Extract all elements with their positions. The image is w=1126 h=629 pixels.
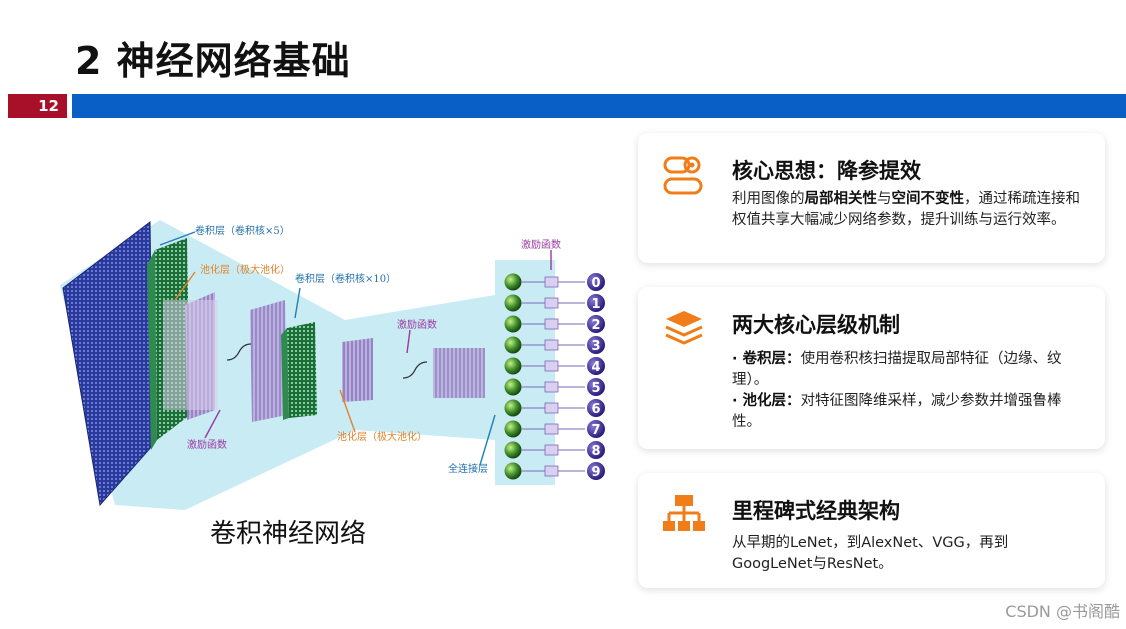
label-conv2: 卷积层（卷积核×10）: [295, 272, 396, 285]
card-title: 两大核心层级机制: [732, 313, 900, 337]
activation-box: [544, 276, 559, 288]
activation-box: [544, 360, 559, 372]
label-act2: 激励函数: [397, 318, 437, 331]
fc-neuron: [504, 399, 522, 417]
label-act1: 激励函数: [187, 438, 227, 451]
figure-caption: 卷积神经网络: [210, 519, 367, 549]
arrow-fc: [479, 414, 496, 466]
bullet-pool: · 池化层：对特征图降维采样，减少参数并增强鲁棒性。: [732, 393, 1062, 430]
output-digit-label: 5: [591, 381, 600, 396]
activation-box: [544, 297, 559, 309]
cnn-diagram: 卷积层（卷积核×5） 池化层（极大池化） 卷积层（卷积核×10） 激励函数 激励…: [60, 220, 605, 510]
output-digit-label: 0: [591, 276, 600, 291]
arrow-conv2: [294, 287, 301, 319]
output-column: 0 1 2 3 4 5 6 7 8 9: [504, 273, 605, 480]
pool-layer-2: [342, 338, 373, 402]
output-digit-label: 7: [591, 423, 600, 438]
output-digit-label: 9: [591, 465, 600, 480]
card-layer-mechanisms: 两大核心层级机制 · 卷积层：使用卷积核扫描提取局部特征（边缘、纹理）。 · 池…: [638, 287, 1105, 449]
card-body: 从早期的LeNet，到AlexNet、VGG，再到GoogLeNet与ResNe…: [732, 535, 1009, 572]
slide-title: 2 神经网络基础: [75, 39, 351, 83]
card-title: 核心思想：降参提效: [732, 159, 921, 183]
output-digit-circle: [587, 378, 605, 396]
output-digit-circle: [587, 462, 605, 480]
activation-curve-2: [402, 361, 428, 379]
layers-icon: [665, 311, 703, 345]
fc-neuron: [504, 462, 522, 480]
activation-box: [544, 318, 559, 330]
output-digit-circle: [587, 315, 605, 333]
output-digit-label: 6: [591, 402, 600, 417]
conv-layer-2: [250, 300, 287, 422]
hierarchy-icon: [663, 495, 705, 531]
output-digit-circle: [587, 420, 605, 438]
fc-neuron: [504, 315, 522, 333]
settings-toggle-icon: [663, 156, 703, 195]
activation-box: [544, 423, 559, 435]
arrow-conv1: [159, 231, 196, 246]
fc-neuron: [504, 441, 522, 459]
card-body: · 卷积层：使用卷积核扫描提取局部特征（边缘、纹理）。 · 池化层：对特征图降维…: [732, 349, 1082, 433]
fc-neuron: [504, 294, 522, 312]
label-pool1: 池化层（极大池化）: [200, 263, 290, 276]
output-digit-circle: [587, 357, 605, 375]
output-digit-circle: [587, 441, 605, 459]
activation-box: [544, 402, 559, 414]
fc-neuron: [504, 273, 522, 291]
output-digit-label: 4: [591, 360, 600, 375]
label-fc: 全连接层: [448, 462, 488, 475]
page-number: 12: [8, 94, 67, 118]
activation-box: [544, 444, 559, 456]
fc-neuron: [504, 420, 522, 438]
output-digit-label: 1: [591, 297, 600, 312]
activation-box: [544, 465, 559, 477]
activation-curve-1: [226, 343, 252, 361]
output-digit-circle: [587, 273, 605, 291]
title-bar: [72, 94, 1126, 118]
arrow-pool1: [174, 271, 196, 301]
card-title: 里程碑式经典架构: [732, 499, 900, 523]
arrow-pool2: [339, 389, 356, 433]
fc-neuron: [504, 336, 522, 354]
card-core-idea: 核心思想：降参提效 利用图像的局部相关性与空间不变性，通过稀疏连接和权值共享大幅…: [638, 133, 1105, 263]
watermark: CSDN @书阁酷: [1005, 602, 1120, 621]
label-conv1: 卷积层（卷积核×5）: [195, 224, 290, 237]
output-digit-label: 8: [591, 444, 600, 459]
conv-layer-2-green: [287, 322, 317, 418]
flatten-layer: [433, 348, 485, 398]
fc-neuron: [504, 378, 522, 396]
activation-box: [544, 381, 559, 393]
output-digit-label: 2: [591, 318, 600, 333]
label-act3: 激励函数: [521, 238, 561, 251]
output-digit-circle: [587, 294, 605, 312]
output-digit-label: 3: [591, 339, 600, 354]
card-classic-architectures: 里程碑式经典架构 从早期的LeNet，到AlexNet、VGG，再到GoogLe…: [638, 473, 1105, 588]
activation-box: [544, 339, 559, 351]
output-digit-circle: [587, 399, 605, 417]
arrow-act1: [204, 409, 221, 439]
arrow-act2: [406, 329, 411, 354]
fc-neuron: [504, 357, 522, 375]
label-pool2: 池化层（极大池化）: [337, 430, 427, 443]
bullet-conv: · 卷积层：使用卷积核扫描提取局部特征（边缘、纹理）。: [732, 351, 1062, 388]
output-digit-circle: [587, 336, 605, 354]
card-body: 利用图像的局部相关性与空间不变性，通过稀疏连接和权值共享大幅减少网络参数，提升训…: [732, 191, 1080, 228]
